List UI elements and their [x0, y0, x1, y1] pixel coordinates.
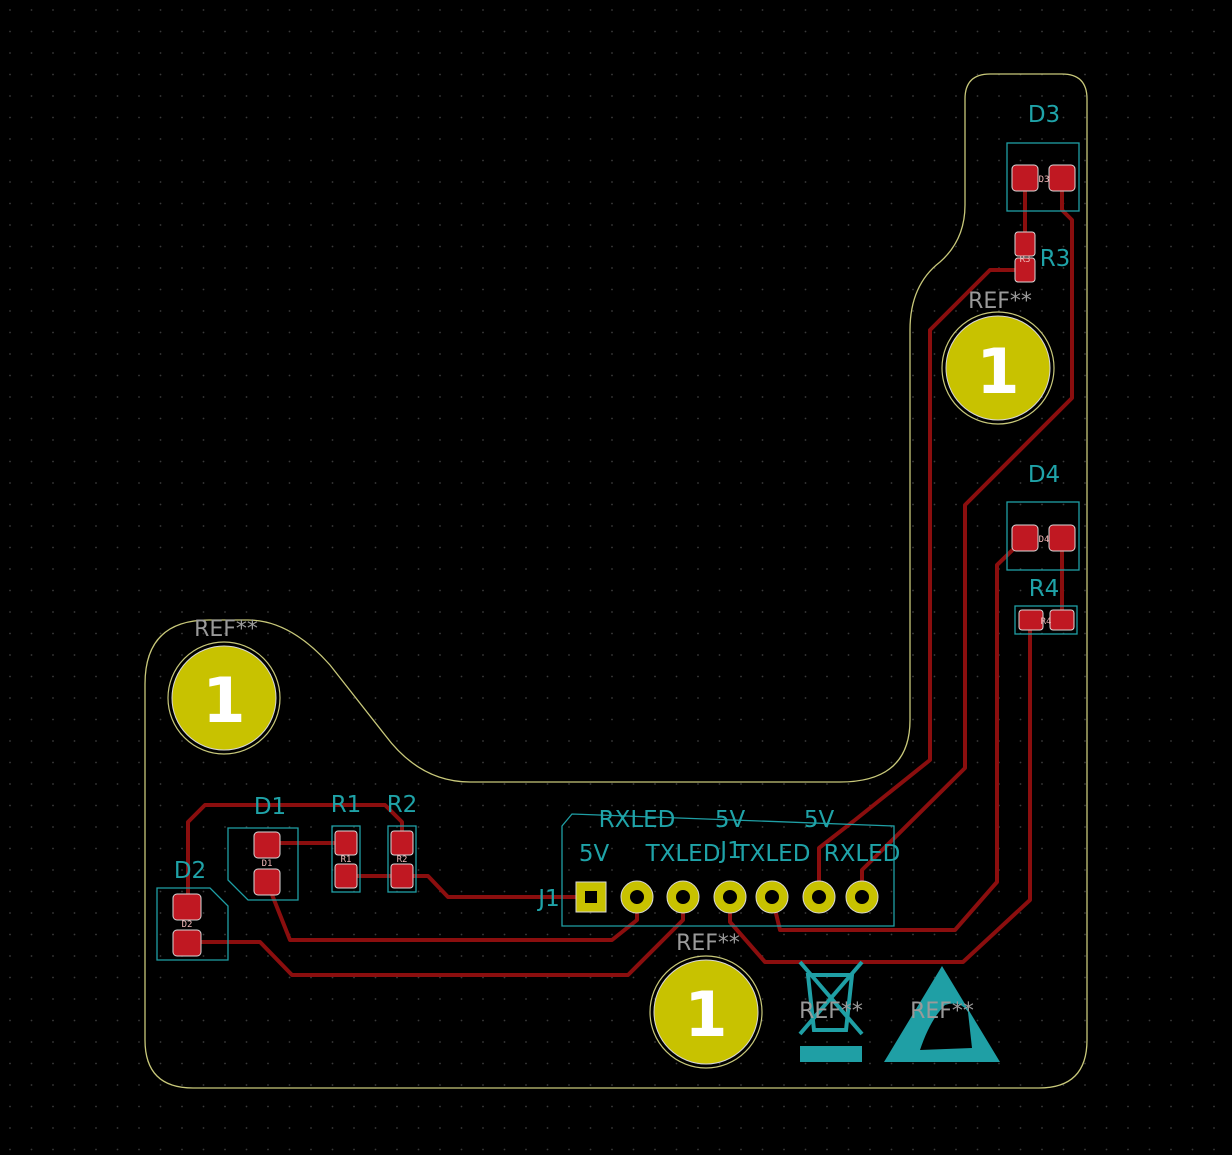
esd-warning-icon: REF** [884, 966, 1000, 1062]
r3-label: R3 [1040, 246, 1071, 272]
pin-label-txled-1: TXLED [645, 841, 721, 867]
ref-label: REF** [968, 289, 1032, 314]
j1-ref-center: J1 [718, 838, 741, 864]
ref-label: REF** [676, 931, 740, 956]
led-d3[interactable]: D3 D3 [1006, 102, 1080, 212]
ref-label: REF** [194, 617, 258, 642]
d3-label: D3 [1028, 102, 1060, 128]
r2-label: R2 [387, 792, 418, 818]
mounting-hole-top-right[interactable]: 1 REF** [941, 289, 1055, 425]
pin-label-rxled-bottom: RXLED [824, 841, 901, 867]
j1-label: J1 [536, 886, 559, 912]
pin-label-rxled-top: RXLED [599, 807, 676, 833]
led-d4[interactable]: D4 D4 [1006, 462, 1080, 571]
d2-label: D2 [174, 858, 206, 884]
connector-j1[interactable]: RXLED 5V 5V 5V TXLED TXLED RXLED J1 J1 [536, 807, 901, 927]
ref-label: REF** [910, 999, 974, 1024]
d2-fab-text: D2 [182, 920, 193, 930]
r3-fab-text: R3 [1020, 255, 1031, 265]
pin-label-5v-bottom: 5V [579, 841, 610, 867]
resistor-r2[interactable]: R2 R2 [387, 792, 418, 893]
mounting-hole-bottom[interactable]: 1 REF** [649, 931, 763, 1069]
mounting-hole-pad-number: 1 [976, 335, 1019, 408]
pin-label-5v-top-2: 5V [804, 807, 835, 833]
board-outline [144, 73, 1088, 1089]
d3-fab-text: D3 [1039, 175, 1050, 185]
d1-fab-text: D1 [262, 859, 273, 869]
resistor-r1[interactable]: R1 R1 [331, 792, 362, 893]
led-d1[interactable]: D1 D1 [227, 794, 299, 901]
r4-fab-text: R4 [1041, 617, 1052, 627]
r1-fab-text: R1 [341, 855, 352, 865]
resistor-r4[interactable]: R4 R4 [1014, 576, 1078, 635]
pin-label-txled-2: TXLED [735, 841, 811, 867]
weee-symbol-icon: REF** [798, 960, 864, 1062]
r2-fab-text: R2 [397, 855, 408, 865]
ref-label: REF** [799, 999, 863, 1024]
r1-label: R1 [331, 792, 362, 818]
r4-label: R4 [1029, 576, 1060, 602]
d1-label: D1 [254, 794, 286, 820]
mounting-hole-pad-number: 1 [202, 664, 245, 737]
mounting-hole-pad-number: 1 [684, 978, 727, 1051]
d4-fab-text: D4 [1039, 535, 1050, 545]
led-d2[interactable]: D2 D2 [156, 858, 229, 961]
d4-label: D4 [1028, 462, 1060, 488]
mounting-hole-left[interactable]: 1 REF** [167, 617, 281, 755]
pin-label-5v-top-1: 5V [715, 807, 746, 833]
resistor-r3[interactable]: R3 R3 [1014, 231, 1071, 283]
